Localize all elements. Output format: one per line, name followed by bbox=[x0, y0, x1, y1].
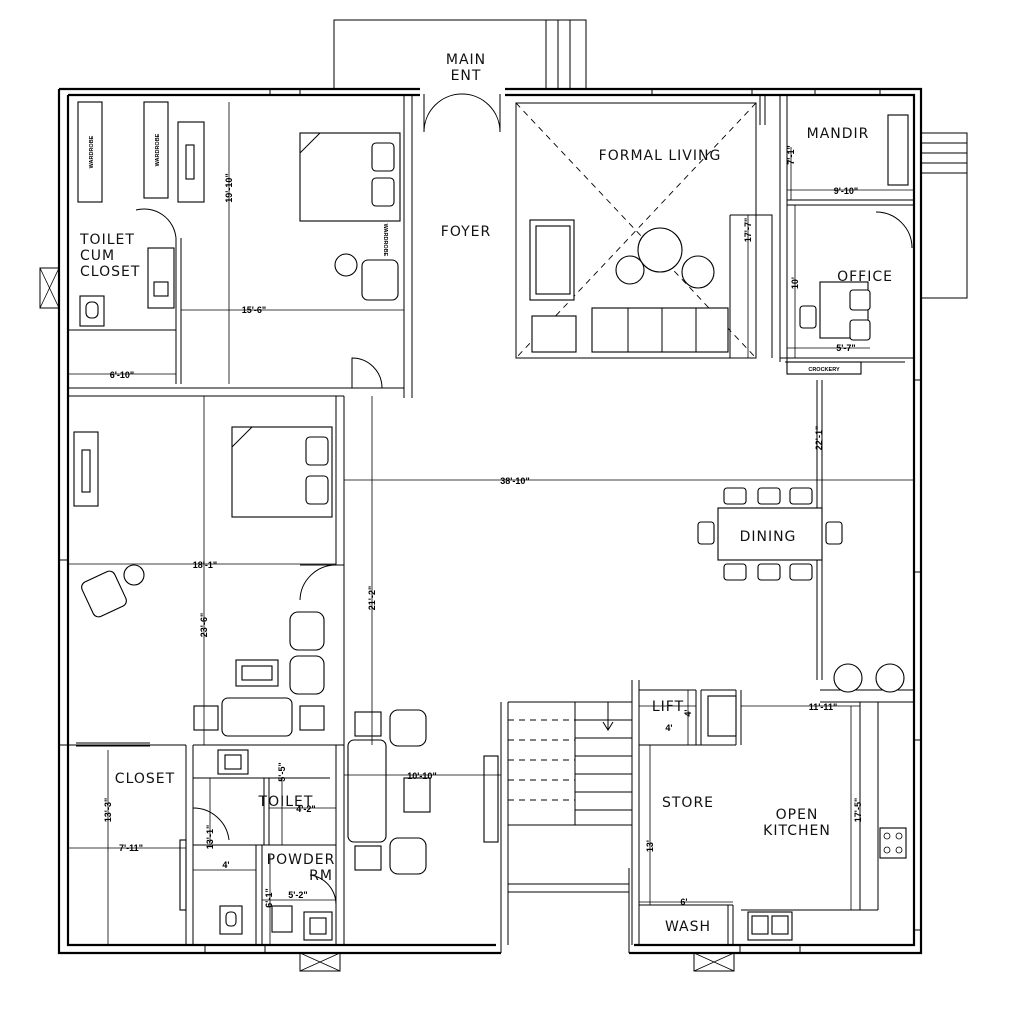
furniture bbox=[73, 101, 907, 941]
room-label-mandir: MANDIR bbox=[807, 126, 870, 142]
wardrobe-label-1: WARDROBE bbox=[89, 135, 95, 168]
room-label-foyer: FOYER bbox=[441, 224, 491, 240]
dim-closet-h: 13'-3" bbox=[103, 798, 113, 822]
dim-hall-w: 38'-10" bbox=[500, 476, 529, 486]
room-label-open: OPEN bbox=[776, 807, 819, 823]
dim-bed2-h: 23'-6" bbox=[199, 613, 209, 637]
dim-powder-h: 6'-1" bbox=[264, 888, 274, 907]
dim-toilet2-v: 5'-5" bbox=[277, 762, 287, 781]
room-label-cum: CUM bbox=[80, 248, 115, 264]
room-label-toilet: TOILET bbox=[258, 794, 314, 810]
crockery-label: CROCKERY bbox=[808, 367, 840, 373]
room-label-closet-1: CLOSET bbox=[80, 264, 140, 280]
room-label-powder: POWDER bbox=[267, 852, 336, 868]
dimension-labels: 19'-10" 15'-6" 6'-10" 17'-7" 7'-1" 9'-10… bbox=[103, 145, 863, 907]
room-label-toilet-1: TOILET bbox=[79, 232, 135, 248]
dimension-lines bbox=[68, 102, 914, 945]
wardrobe-label-2: WARDROBE bbox=[155, 133, 161, 166]
room-label-lift: LIFT bbox=[652, 699, 684, 715]
room-label-main: MAIN bbox=[446, 52, 486, 68]
dim-living-h: 17'-7" bbox=[743, 218, 753, 242]
dim-lounge-w: 10'-10" bbox=[407, 771, 436, 781]
dim-powder-w: 5'-2" bbox=[288, 890, 307, 900]
dim-mandir-h: 7'-1" bbox=[786, 145, 796, 164]
room-label-wash: WASH bbox=[665, 919, 711, 935]
wardrobe-label-3: WARDROBE bbox=[382, 224, 388, 257]
dim-bed2-w: 18'-1" bbox=[193, 560, 217, 570]
room-label-rm: RM bbox=[309, 868, 333, 884]
room-label-kitchen: KITCHEN bbox=[763, 823, 831, 839]
dim-wash-w: 6' bbox=[680, 897, 687, 907]
room-labels: MAIN ENT FOYER FORMAL LIVING MANDIR OFFI… bbox=[79, 52, 893, 935]
interior-walls bbox=[68, 95, 914, 945]
dim-dining-h: 22'-1" bbox=[814, 426, 824, 450]
exterior-walls bbox=[39, 19, 968, 972]
dim-mandir-w: 9'-10" bbox=[834, 186, 858, 196]
dim-toilet1-w: 6'-10" bbox=[110, 370, 134, 380]
dim-office-w: 5'-7" bbox=[836, 343, 855, 353]
dim-store-h: 13' bbox=[645, 840, 655, 852]
dim-bed1-w: 15'-6" bbox=[242, 305, 266, 315]
dim-bed1-h: 19'-10" bbox=[224, 173, 234, 202]
dim-kitchen-w: 11'-11" bbox=[809, 702, 837, 712]
dim-toilet2-h: 13'-1" bbox=[205, 825, 215, 849]
room-label-ent: ENT bbox=[451, 68, 482, 84]
dim-corridor-h: 21'-2" bbox=[367, 586, 377, 610]
room-label-office: OFFICE bbox=[837, 269, 893, 285]
dim-lift-h: 4' bbox=[683, 709, 693, 716]
dim-passage-w: 4' bbox=[222, 860, 229, 870]
room-label-closet: CLOSET bbox=[115, 771, 175, 787]
room-label-dining: DINING bbox=[740, 529, 797, 545]
room-label-formal-living: FORMAL LIVING bbox=[599, 148, 722, 164]
fixture-labels: WARDROBE WARDROBE WARDROBE CROCKERY bbox=[89, 133, 840, 373]
dim-lift-w: 4' bbox=[665, 723, 672, 733]
dim-toilet2-w: 4'-2" bbox=[296, 804, 315, 814]
dim-kitchen-h: 17'-5" bbox=[853, 798, 863, 822]
room-label-store: STORE bbox=[662, 795, 714, 811]
dim-office-h: 10' bbox=[790, 277, 800, 289]
dim-closet-w: 7'-11" bbox=[119, 843, 143, 853]
